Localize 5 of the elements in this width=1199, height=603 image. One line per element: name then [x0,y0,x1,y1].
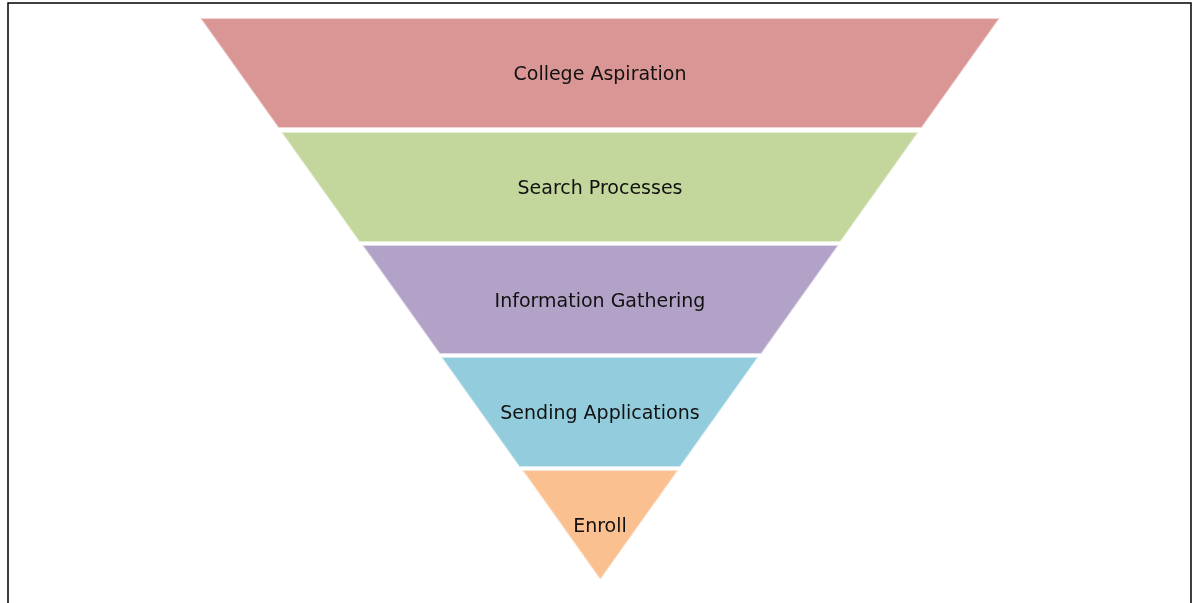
band-label: Search Processes [516,176,684,198]
band-label: Enroll [572,514,628,536]
band-label: Information Gathering [493,288,707,311]
band-label: Sending Applications [499,401,701,423]
band-label: College Aspiration [512,62,688,84]
